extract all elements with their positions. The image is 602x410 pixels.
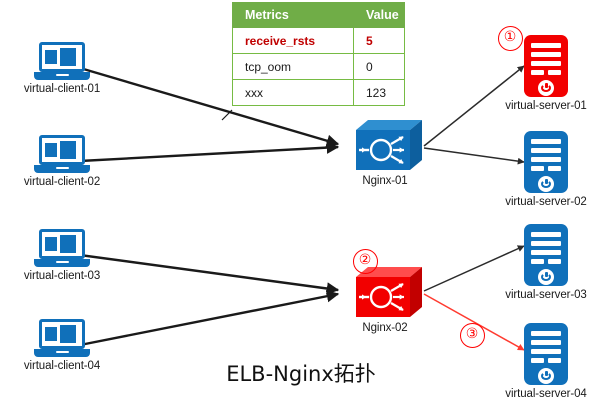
metric-value: 0 bbox=[353, 53, 405, 80]
table-header-row: Metrics Value bbox=[232, 2, 405, 28]
laptop-icon bbox=[34, 135, 90, 173]
node-virtual-server-03[interactable]: virtual-server-03 bbox=[486, 224, 602, 301]
node-virtual-server-01[interactable]: virtual-server-01 bbox=[486, 35, 602, 112]
node-virtual-server-02[interactable]: virtual-server-02 bbox=[486, 131, 602, 208]
server-icon bbox=[524, 131, 568, 193]
node-label: virtual-server-03 bbox=[505, 289, 587, 301]
server-icon bbox=[524, 224, 568, 286]
metric-name: xxx bbox=[232, 79, 354, 106]
load-balancer-icon bbox=[348, 120, 422, 172]
page-title: ELB-Nginx拓扑 bbox=[226, 362, 376, 386]
laptop-icon bbox=[34, 229, 90, 267]
node-label: virtual-server-01 bbox=[505, 100, 587, 112]
node-label: Nginx-01 bbox=[362, 175, 408, 187]
node-virtual-client-02[interactable]: virtual-client-02 bbox=[2, 135, 122, 188]
table-row: receive_rsts 5 bbox=[232, 27, 405, 54]
node-label: virtual-client-03 bbox=[23, 270, 101, 282]
table-callout-leader bbox=[221, 109, 233, 121]
metric-name: tcp_oom bbox=[232, 53, 354, 80]
laptop-icon bbox=[34, 42, 90, 80]
node-virtual-server-04[interactable]: virtual-server-04 bbox=[486, 323, 602, 400]
table-row: tcp_oom 0 bbox=[232, 53, 405, 80]
metric-value: 5 bbox=[353, 27, 405, 54]
node-label: virtual-client-01 bbox=[23, 83, 101, 95]
node-label: virtual-server-04 bbox=[505, 388, 587, 400]
node-virtual-client-04[interactable]: virtual-client-04 bbox=[2, 319, 122, 372]
table-row: xxx 123 bbox=[232, 79, 405, 106]
load-balancer-icon bbox=[348, 267, 422, 319]
marker-2: ② bbox=[352, 248, 378, 274]
node-label: virtual-client-02 bbox=[23, 176, 101, 188]
table-header-metrics: Metrics bbox=[232, 2, 354, 28]
node-virtual-client-03[interactable]: virtual-client-03 bbox=[2, 229, 122, 282]
node-virtual-client-01[interactable]: virtual-client-01 bbox=[2, 42, 122, 95]
server-icon bbox=[524, 35, 568, 97]
node-label: Nginx-02 bbox=[362, 322, 408, 334]
laptop-icon bbox=[34, 319, 90, 357]
table-header-value: Value bbox=[353, 2, 405, 28]
node-nginx-01[interactable]: Nginx-01 bbox=[325, 120, 445, 187]
metrics-table: Metrics Value receive_rsts 5 tcp_oom 0 x… bbox=[232, 2, 405, 106]
marker-1: ① bbox=[497, 25, 523, 51]
server-icon bbox=[524, 323, 568, 385]
node-label: virtual-server-02 bbox=[505, 196, 587, 208]
node-nginx-02[interactable]: Nginx-02 bbox=[325, 267, 445, 334]
metric-value: 123 bbox=[353, 79, 405, 106]
marker-3: ③ bbox=[459, 322, 485, 348]
metric-name: receive_rsts bbox=[232, 27, 354, 54]
node-label: virtual-client-04 bbox=[23, 360, 101, 372]
